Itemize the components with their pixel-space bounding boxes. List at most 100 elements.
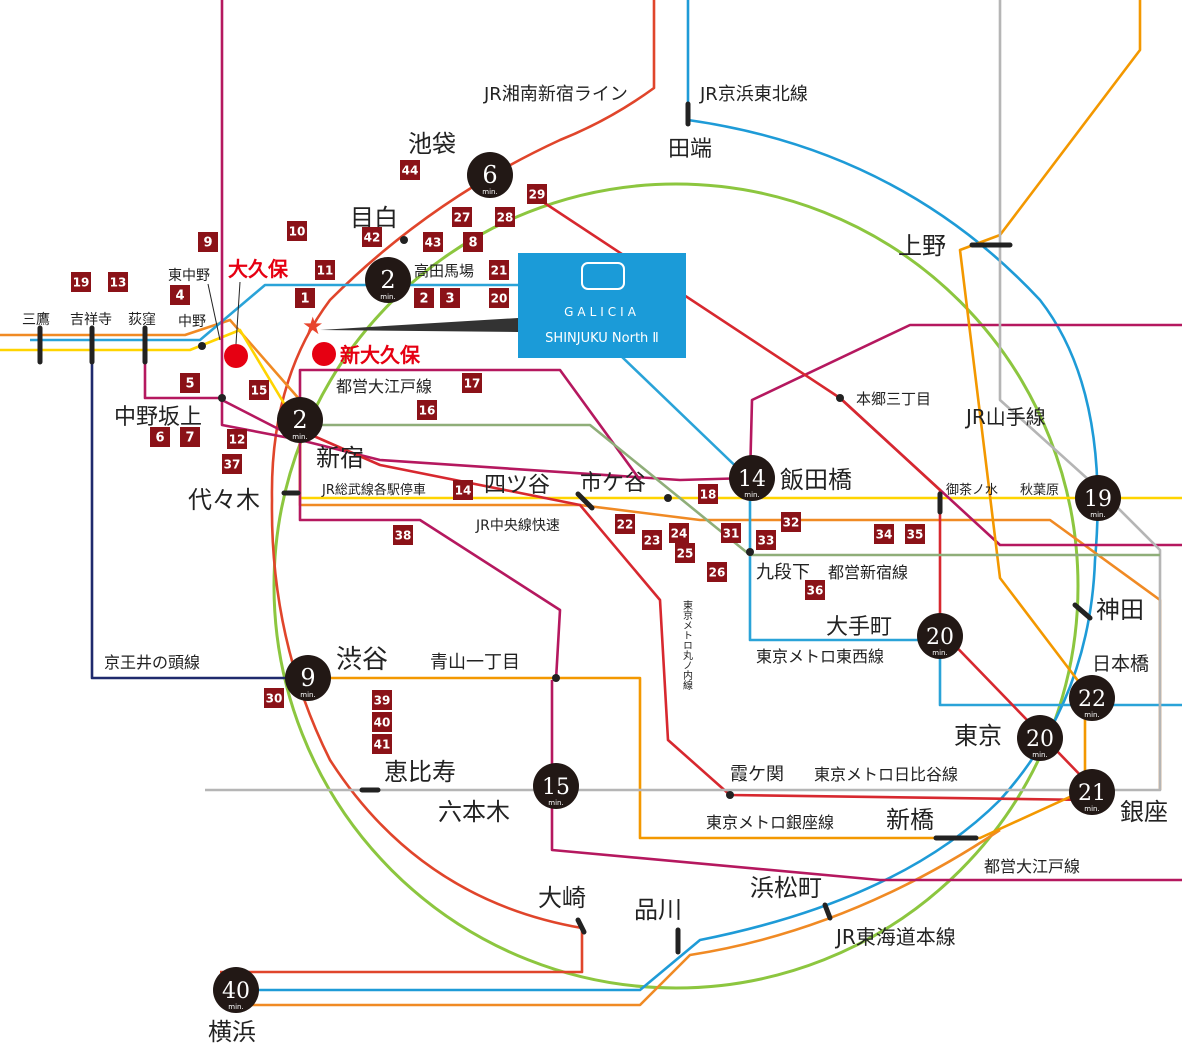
badge-number: 11 (317, 264, 334, 278)
badge-number: 17 (464, 377, 481, 391)
svg-text:14: 14 (738, 467, 766, 492)
label-tokaido: JR東海道本線 (834, 925, 956, 949)
badge-number: 41 (374, 738, 391, 752)
badge-number: 36 (807, 584, 824, 598)
badge-number: 20 (491, 292, 508, 306)
station-iidabashi: 飯田橋 (780, 466, 852, 494)
badge-number: 25 (677, 547, 694, 561)
badge-number: 26 (709, 566, 726, 580)
station-higashi-nakano: 東中野 (168, 268, 210, 284)
badge-18: 18 (698, 484, 718, 504)
svg-text:21: 21 (1078, 781, 1106, 806)
badge-22: 22 (615, 514, 635, 534)
badge-number: 18 (700, 488, 717, 502)
okubo-marker (224, 344, 248, 368)
label-chuo-rapid: JR中央線快速 (475, 518, 560, 534)
rail-lines (0, 0, 1182, 1007)
badge-41: 41 (372, 734, 392, 754)
station-shinjuku: 新宿 (316, 444, 364, 472)
leader-lines (207, 281, 241, 345)
station-ikebukuro: 池袋 (408, 130, 456, 158)
brand-name: GALICIA (564, 305, 640, 319)
badge-11: 11 (315, 260, 335, 280)
badge-number: 24 (671, 527, 688, 541)
badge-5: 5 (180, 373, 200, 393)
badge-25: 25 (675, 543, 695, 563)
badge-number: 22 (617, 518, 634, 532)
station-takadanobaba: 高田馬場 (414, 262, 474, 280)
station-shinagawa: 品川 (634, 896, 682, 924)
badge-10: 10 (287, 221, 307, 241)
badge-number: 32 (783, 516, 800, 530)
aoyama-connector (298, 430, 562, 681)
sobu-line (0, 328, 1182, 500)
svg-text:min.: min. (1032, 751, 1047, 759)
svg-text:min.: min. (1084, 711, 1099, 719)
label-sobu-local: JR総武線各駅停車 (321, 482, 426, 498)
svg-text:6: 6 (482, 161, 497, 189)
station-kanda: 神田 (1096, 596, 1144, 624)
badge-number: 5 (185, 377, 194, 392)
badge-19: 19 (71, 272, 91, 292)
station-kasumigaseki: 霞ケ関 (730, 764, 784, 785)
badge-44: 44 (400, 160, 420, 180)
badge-39: 39 (372, 690, 392, 710)
station-labels: 池袋 目白 高田馬場 田端 上野 本郷三丁目 御茶ノ水 秋葉原 神田 日本橋 大… (22, 130, 1168, 1046)
station-tabata: 田端 (668, 137, 712, 162)
badge-29: 29 (527, 184, 547, 204)
badge-number: 14 (455, 484, 472, 498)
station-ochanomizu: 御茶ノ水 (946, 482, 998, 498)
badge-number: 37 (224, 458, 241, 472)
logo-pointer (320, 318, 518, 332)
badge-number: 6 (155, 431, 164, 446)
svg-text:15: 15 (542, 775, 570, 800)
badge-number: 4 (175, 289, 184, 304)
label-shonan-shinjuku: JR湘南新宿ライン (483, 84, 628, 105)
badge-6: 6 (150, 427, 170, 447)
label-oedo-top: 都営大江戸線 (336, 377, 432, 396)
badge-number: 33 (758, 534, 775, 548)
shonan-shinjuku-line (220, 0, 656, 974)
station-aoyama-itchome: 青山一丁目 (430, 652, 520, 673)
svg-text:min.: min. (1090, 511, 1105, 519)
station-ueno: 上野 (898, 232, 946, 260)
svg-text:40: 40 (222, 979, 250, 1004)
label-marunouchi: 東京メトロ丸ノ内線 (681, 599, 693, 690)
label-shinjuku-line: 都営新宿線 (828, 563, 908, 582)
station-osaki: 大崎 (538, 884, 586, 912)
station-hamamatsucho: 浜松町 (750, 874, 822, 902)
station-ginza: 銀座 (1120, 798, 1168, 826)
small-station-dots (198, 236, 844, 799)
badge-21: 21 (489, 260, 509, 280)
brand-subtitle: SHINJUKU North Ⅱ (545, 331, 659, 346)
svg-text:min.: min. (292, 433, 307, 441)
badge-43: 43 (423, 232, 443, 252)
station-ticks (37, 101, 1093, 955)
line-labels: JR湘南新宿ライン JR京浜東北線 JR山手線 都営大江戸線 JR総武線各駅停車… (104, 84, 1080, 949)
station-yoyogi: 代々木 (188, 486, 260, 514)
badge-23: 23 (642, 530, 662, 550)
station-yokohama: 横浜 (208, 1018, 256, 1046)
inokashira-line (90, 330, 305, 680)
svg-text:20: 20 (926, 625, 954, 650)
badge-37: 37 (222, 454, 242, 474)
badge-number: 34 (876, 528, 893, 542)
svg-text:min.: min. (380, 293, 395, 301)
station-kudanshita: 九段下 (756, 562, 810, 583)
badge-number: 43 (425, 236, 442, 250)
badge-14: 14 (453, 480, 473, 500)
badge-number: 19 (73, 276, 90, 290)
badge-number: 28 (497, 211, 514, 225)
badge-12: 12 (227, 429, 247, 449)
badge-number: 44 (402, 164, 419, 178)
oedo-line (220, 0, 1182, 882)
badge-24: 24 (669, 523, 689, 543)
badge-number: 30 (266, 692, 283, 706)
station-otemachi: 大手町 (826, 615, 892, 640)
